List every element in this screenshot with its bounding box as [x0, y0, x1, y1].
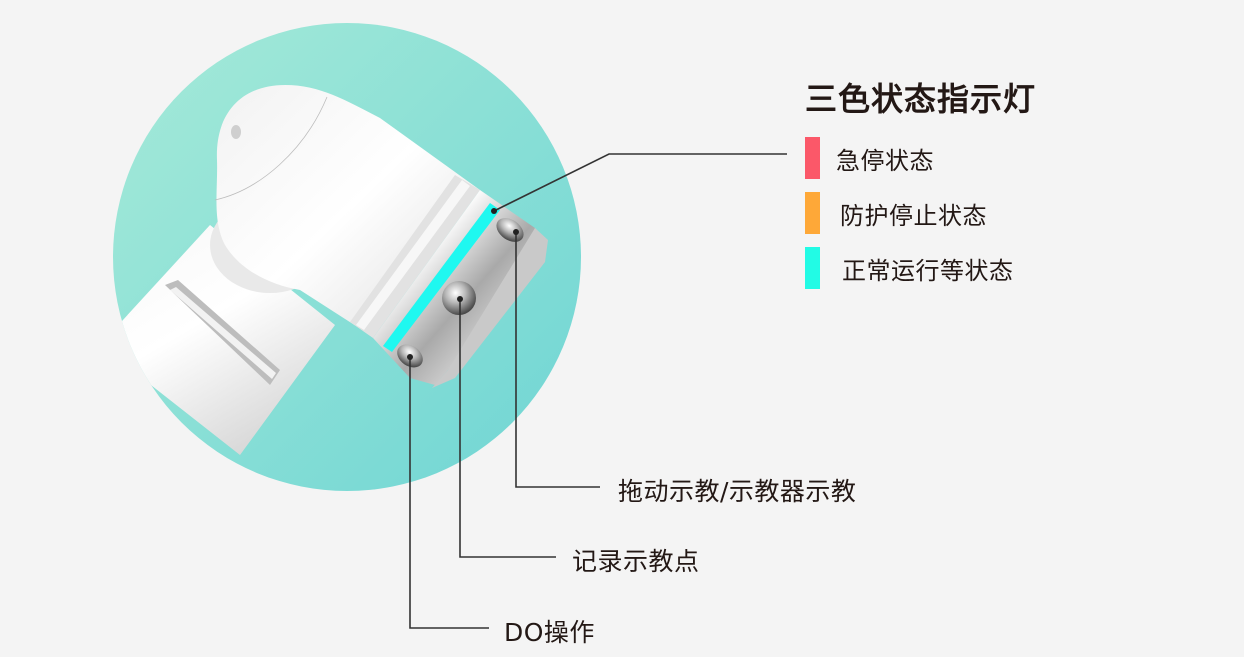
orange-swatch: [805, 192, 820, 234]
legend-title: 三色状态指示灯: [805, 80, 1037, 118]
leader-line-indicator: [493, 153, 787, 212]
top-button-dot: [513, 229, 519, 235]
legend-label: 急停状态: [836, 146, 934, 175]
indicator-ring: [383, 203, 500, 352]
legend-item-protective-stop: 防护停止状态: [805, 192, 987, 234]
indicator-dot: [491, 208, 497, 214]
cyan-swatch: [805, 247, 820, 289]
red-swatch: [805, 137, 820, 179]
callout-drag-teach: 拖动示教/示教器示教: [618, 477, 857, 506]
legend-item-normal-operation: 正常运行等状态: [805, 247, 1014, 289]
leader-line-bottom-button: [409, 357, 489, 629]
callout-do-operation: DO操作: [504, 618, 595, 647]
legend-item-emergency-stop: 急停状态: [805, 137, 934, 179]
legend-label: 防护停止状态: [840, 201, 987, 230]
callout-record-point: 记录示教点: [572, 547, 700, 576]
legend-label: 正常运行等状态: [842, 256, 1014, 285]
leader-line-top-button: [515, 232, 600, 488]
middle-button-dot: [457, 296, 463, 302]
leader-line-middle-button: [459, 299, 556, 558]
bottom-button-dot: [407, 354, 413, 360]
